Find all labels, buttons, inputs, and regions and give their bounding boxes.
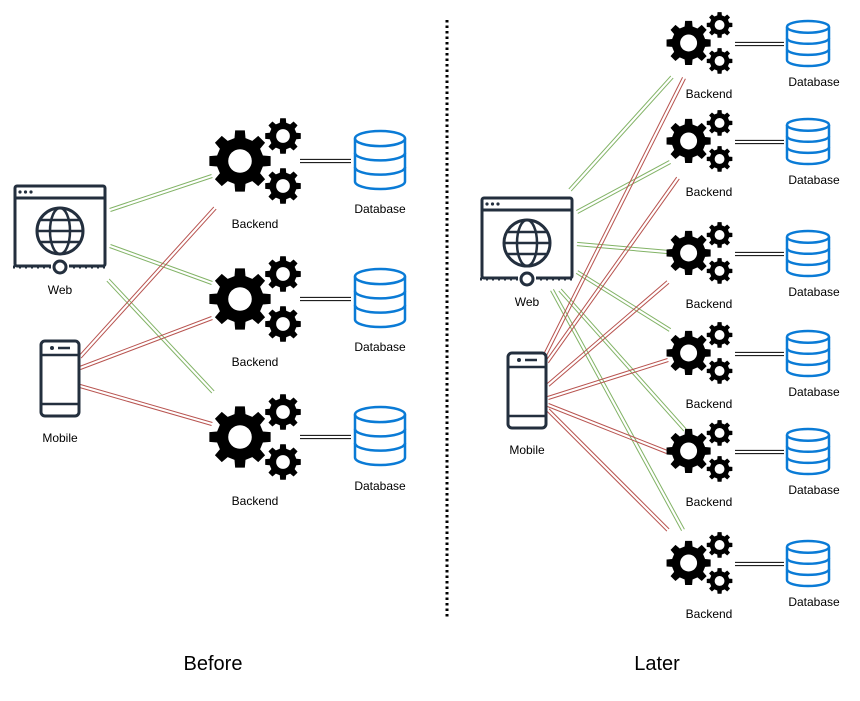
backend-label-later-6: Backend xyxy=(685,607,733,621)
backend-db-link-later-1 xyxy=(735,41,784,47)
mobile-link-before-1 xyxy=(78,206,217,359)
mobile-link-before-2 xyxy=(79,316,213,370)
backend-label-later-1: Backend xyxy=(685,87,733,101)
backend-db-link-later-2 xyxy=(735,139,784,145)
mobile-label-later: Mobile xyxy=(509,443,545,457)
backend-gears-icon-later-4 xyxy=(666,322,733,384)
mobile-label-before: Mobile xyxy=(42,431,78,445)
backend-db-link-before-1 xyxy=(300,158,351,164)
web-link-later-5 xyxy=(558,288,687,432)
backend-gears-icon-before-1 xyxy=(209,118,301,204)
mobile-icon-later xyxy=(506,351,548,430)
web-icon-before xyxy=(13,184,107,275)
database-icon-later-5 xyxy=(785,427,831,476)
database-icon-before-2 xyxy=(353,267,407,329)
backend-db-link-later-4 xyxy=(735,351,784,357)
database-label-before-1: Database xyxy=(354,202,406,216)
backend-gears-icon-later-1 xyxy=(666,12,733,74)
backend-db-link-later-6 xyxy=(735,561,784,567)
backend-db-link-later-5 xyxy=(735,449,784,455)
database-label-later-4: Database xyxy=(788,385,840,399)
backend-label-later-3: Backend xyxy=(685,297,733,311)
web-icon-later xyxy=(480,196,574,287)
database-label-later-3: Database xyxy=(788,285,840,299)
web-label-later: Web xyxy=(514,295,540,309)
backend-gears-icon-before-3 xyxy=(209,394,301,480)
database-label-before-2: Database xyxy=(354,340,406,354)
database-icon-before-3 xyxy=(353,405,407,467)
database-label-later-1: Database xyxy=(788,75,840,89)
web-link-later-2 xyxy=(576,160,671,214)
backend-db-link-later-3 xyxy=(735,251,784,257)
database-label-before-3: Database xyxy=(354,479,406,493)
before-caption: Before xyxy=(183,653,243,675)
backend-label-before-3: Backend xyxy=(231,494,279,508)
database-icon-later-1 xyxy=(785,19,831,68)
backend-gears-icon-later-2 xyxy=(666,110,733,172)
mobile-link-later-2 xyxy=(545,176,680,364)
database-icon-later-2 xyxy=(785,117,831,166)
database-label-later-2: Database xyxy=(788,173,840,187)
database-icon-later-4 xyxy=(785,329,831,378)
backend-label-before-1: Backend xyxy=(231,217,279,231)
mobile-link-before-3 xyxy=(79,383,213,427)
database-icon-before-1 xyxy=(353,129,407,191)
mobile-link-later-6 xyxy=(546,408,670,532)
mobile-link-later-3 xyxy=(546,280,670,387)
mobile-link-later-1 xyxy=(543,77,686,356)
web-link-later-4 xyxy=(575,270,672,332)
web-link-before-1 xyxy=(109,174,213,212)
connections-layer xyxy=(78,41,784,567)
database-label-later-5: Database xyxy=(788,483,840,497)
icons-layer xyxy=(13,12,831,594)
backend-gears-icon-later-6 xyxy=(666,532,733,594)
database-icon-later-6 xyxy=(785,539,831,588)
mobile-link-later-5 xyxy=(547,403,668,454)
backend-label-before-2: Backend xyxy=(231,355,279,369)
backend-label-later-2: Backend xyxy=(685,185,733,199)
web-link-later-1 xyxy=(568,75,674,192)
backend-db-link-before-3 xyxy=(300,434,351,440)
backend-label-later-5: Backend xyxy=(685,495,733,509)
later-caption: Later xyxy=(634,653,680,675)
mobile-link-later-4 xyxy=(547,357,669,401)
mobile-icon-before xyxy=(39,339,81,418)
backend-db-link-before-2 xyxy=(300,296,351,302)
backend-gears-icon-before-2 xyxy=(209,256,301,342)
database-label-later-6: Database xyxy=(788,595,840,609)
backend-gears-icon-later-5 xyxy=(666,420,733,482)
web-label-before: Web xyxy=(47,283,73,297)
web-link-later-6 xyxy=(550,288,685,532)
backend-gears-icon-later-3 xyxy=(666,222,733,284)
web-link-later-3 xyxy=(576,241,669,255)
backend-label-later-4: Backend xyxy=(685,397,733,411)
database-icon-later-3 xyxy=(785,229,831,278)
